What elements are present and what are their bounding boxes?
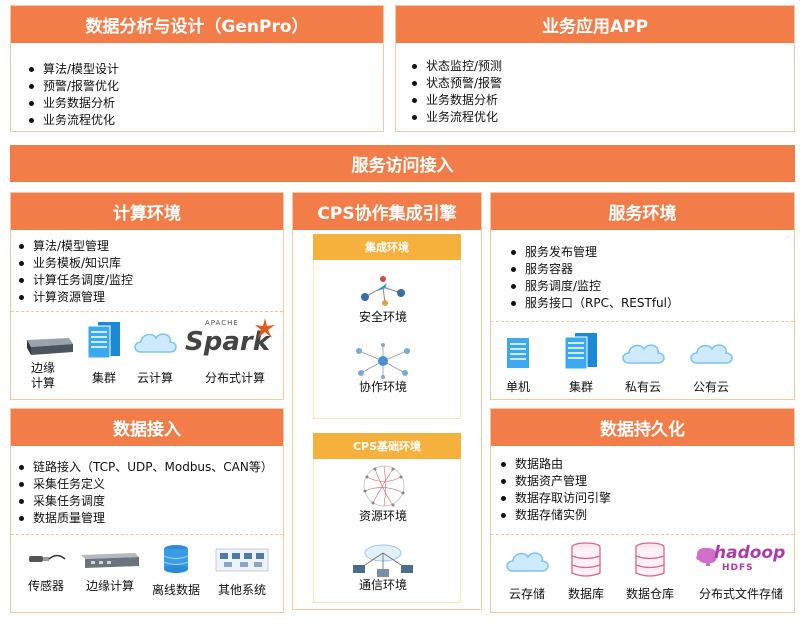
systems-icon [214, 547, 270, 573]
persist-item: 数据路由 [493, 456, 611, 473]
ingest-item: 采集任务调度 [11, 493, 273, 510]
server-cluster-icon [563, 331, 599, 371]
genpro-item: 业务流程优化 [21, 112, 119, 129]
genpro-item: 业务数据分析 [21, 95, 119, 112]
persist-item: 数据存取访问引擎 [493, 490, 611, 507]
app-list: 状态监控/预测 状态预警/报警 业务数据分析 业务流程优化 [404, 58, 502, 126]
cloud-icon [131, 328, 179, 354]
service-title: 服务环境 [491, 193, 794, 230]
service-label-single: 单机 [483, 380, 553, 395]
compute-item: 算法/模型管理 [11, 238, 133, 255]
divider [491, 534, 794, 535]
genpro-list: 算法/模型设计 预警/报警优化 业务数据分析 业务流程优化 [21, 61, 119, 129]
compute-item: 计算资源管理 [11, 289, 133, 306]
database-icon [569, 541, 603, 579]
ingest-item: 数据质量管理 [11, 510, 273, 527]
cloud-icon [503, 547, 551, 573]
edge-device-icon [23, 336, 75, 356]
service-label-private-cloud: 私有云 [608, 380, 678, 395]
persist-item: 数据存储实例 [493, 507, 611, 524]
persist-label-dfs: 分布式文件存储 [693, 587, 789, 602]
security-env-label: 安全环境 [348, 310, 418, 325]
ingest-title: 数据接入 [11, 409, 283, 446]
ingest-label-offline: 离线数据 [141, 583, 211, 598]
spark-logo: APACHE Spark [181, 317, 281, 361]
collaboration-network-icon [351, 343, 415, 379]
app-title: 业务应用APP [396, 6, 794, 43]
compute-label-edge: 边缘计算 [8, 361, 78, 391]
compute-panel: 计算环境 算法/模型管理 业务模板/知识库 计算任务调度/监控 计算资源管理 边… [10, 192, 284, 400]
communication-network-icon [351, 541, 415, 577]
persist-title: 数据持久化 [491, 409, 794, 446]
ingest-item: 链路接入（TCP、UDP、Modbus、CAN等） [11, 459, 273, 476]
genpro-title: 数据分析与设计（GenPro） [11, 6, 383, 43]
divider [11, 311, 283, 312]
service-item: 服务调度/监控 [503, 278, 679, 295]
service-label-public-cloud: 公有云 [676, 380, 746, 395]
persist-label-warehouse: 数据仓库 [615, 587, 685, 602]
spark-star-icon [253, 317, 277, 341]
ingest-list: 链路接入（TCP、UDP、Modbus、CAN等） 采集任务定义 采集任务调度 … [11, 459, 273, 527]
app-item: 状态监控/预测 [404, 58, 502, 75]
app-item: 业务流程优化 [404, 109, 502, 126]
genpro-item: 算法/模型设计 [21, 61, 119, 78]
service-list: 服务发布管理 服务容器 服务调度/监控 服务接口（RPC、RESTful） [503, 244, 679, 312]
security-network-icon [355, 273, 411, 307]
genpro-panel: 数据分析与设计（GenPro） 算法/模型设计 预警/报警优化 业务数据分析 业… [10, 5, 384, 132]
access-bar: 服务访问接入 [10, 145, 795, 182]
hadoop-word: hadoop [714, 543, 785, 563]
cps-title: CPS协作集成引擎 [293, 193, 481, 230]
hadoop-sub: HDFS [722, 563, 754, 573]
database-icon [633, 541, 667, 579]
comm-env-label: 通信环境 [348, 578, 418, 593]
service-item: 服务接口（RPC、RESTful） [503, 295, 679, 312]
server-cluster-icon [86, 320, 122, 360]
divider [11, 534, 283, 535]
divider [491, 321, 794, 322]
persist-list: 数据路由 数据资产管理 数据存取访问引擎 数据存储实例 [493, 456, 611, 524]
compute-item: 业务模板/知识库 [11, 255, 133, 272]
persist-item: 数据资产管理 [493, 473, 611, 490]
compute-label-distributed: 分布式计算 [195, 371, 275, 386]
ingest-label-edge: 边缘计算 [75, 579, 145, 594]
cps-panel: CPS协作集成引擎 集成环境 安全环境 协作环境 CPS基础环境 [292, 192, 482, 610]
edge-device-icon [79, 549, 141, 571]
hadoop-logo: hadoop HDFS [694, 543, 790, 577]
service-panel: 服务环境 服务发布管理 服务容器 服务调度/监控 服务接口（RPC、RESTfu… [490, 192, 795, 400]
compute-item: 计算任务调度/监控 [11, 272, 133, 289]
app-item: 状态预警/报警 [404, 75, 502, 92]
app-panel: 业务应用APP 状态监控/预测 状态预警/报警 业务数据分析 业务流程优化 [395, 5, 795, 132]
service-item: 服务发布管理 [503, 244, 679, 261]
cloud-icon [687, 339, 735, 365]
compute-list: 算法/模型管理 业务模板/知识库 计算任务调度/监控 计算资源管理 [11, 238, 133, 306]
base-env-title: CPS基础环境 [313, 433, 461, 459]
ingest-panel: 数据接入 链路接入（TCP、UDP、Modbus、CAN等） 采集任务定义 采集… [10, 408, 284, 613]
server-icon [505, 336, 531, 370]
ingest-label-sensor: 传感器 [11, 579, 81, 594]
spark-small-text: APACHE [205, 319, 239, 327]
database-icon [159, 543, 193, 577]
cloud-icon [619, 339, 667, 365]
persist-label-database: 数据库 [551, 587, 621, 602]
service-label-cluster: 集群 [546, 380, 616, 395]
sensor-icon [27, 550, 67, 568]
persist-panel: 数据持久化 数据路由 数据资产管理 数据存取访问引擎 数据存储实例 云存储 数据… [490, 408, 795, 613]
service-item: 服务容器 [503, 261, 679, 278]
resource-graph-icon [357, 463, 411, 509]
ingest-label-other: 其他系统 [207, 583, 277, 598]
collab-env-label: 协作环境 [348, 380, 418, 395]
compute-label-cloud: 云计算 [120, 371, 190, 386]
integration-env-title: 集成环境 [313, 234, 461, 260]
genpro-item: 预警/报警优化 [21, 78, 119, 95]
app-item: 业务数据分析 [404, 92, 502, 109]
compute-title: 计算环境 [11, 193, 283, 230]
resource-env-label: 资源环境 [348, 509, 418, 524]
ingest-item: 采集任务定义 [11, 476, 273, 493]
